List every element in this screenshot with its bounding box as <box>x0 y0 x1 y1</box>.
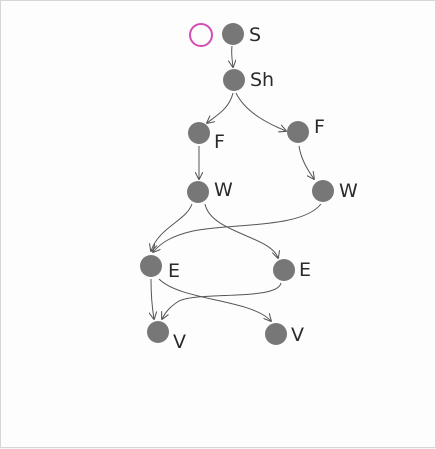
label-v2: V <box>291 324 304 346</box>
label-e1: E <box>168 260 180 282</box>
label-w2: W <box>339 180 358 202</box>
node-f1[interactable] <box>188 122 210 144</box>
node-sh[interactable] <box>223 69 245 91</box>
label-s: S <box>249 24 261 46</box>
node-s[interactable] <box>222 23 244 45</box>
edge-sh-f1 <box>207 92 234 123</box>
edge-w1-e2 <box>204 203 278 258</box>
edge-w2-e1 <box>153 203 322 252</box>
node-e1[interactable] <box>140 255 162 277</box>
label-e2: E <box>299 259 311 281</box>
label-f2: F <box>314 116 325 138</box>
node-f2[interactable] <box>287 121 309 143</box>
node-v2[interactable] <box>265 323 287 345</box>
edge-w1-e1 <box>151 203 193 251</box>
label-f1: F <box>214 131 225 153</box>
edge-sh-f2 <box>235 92 286 131</box>
node-w1[interactable] <box>187 181 209 203</box>
node-e2[interactable] <box>273 259 295 281</box>
label-w1: W <box>214 179 233 201</box>
edge-e1-v1 <box>151 278 154 319</box>
edge-e2-v1 <box>162 282 282 319</box>
hollow-circle-marker <box>189 23 213 47</box>
edge-e1-v2 <box>158 278 271 321</box>
edge-s-sh <box>232 45 233 67</box>
label-v1: V <box>173 331 186 353</box>
label-sh: Sh <box>250 69 274 91</box>
node-w2[interactable] <box>312 180 334 202</box>
node-v1[interactable] <box>147 321 169 343</box>
edge-f2-w2 <box>298 145 314 179</box>
